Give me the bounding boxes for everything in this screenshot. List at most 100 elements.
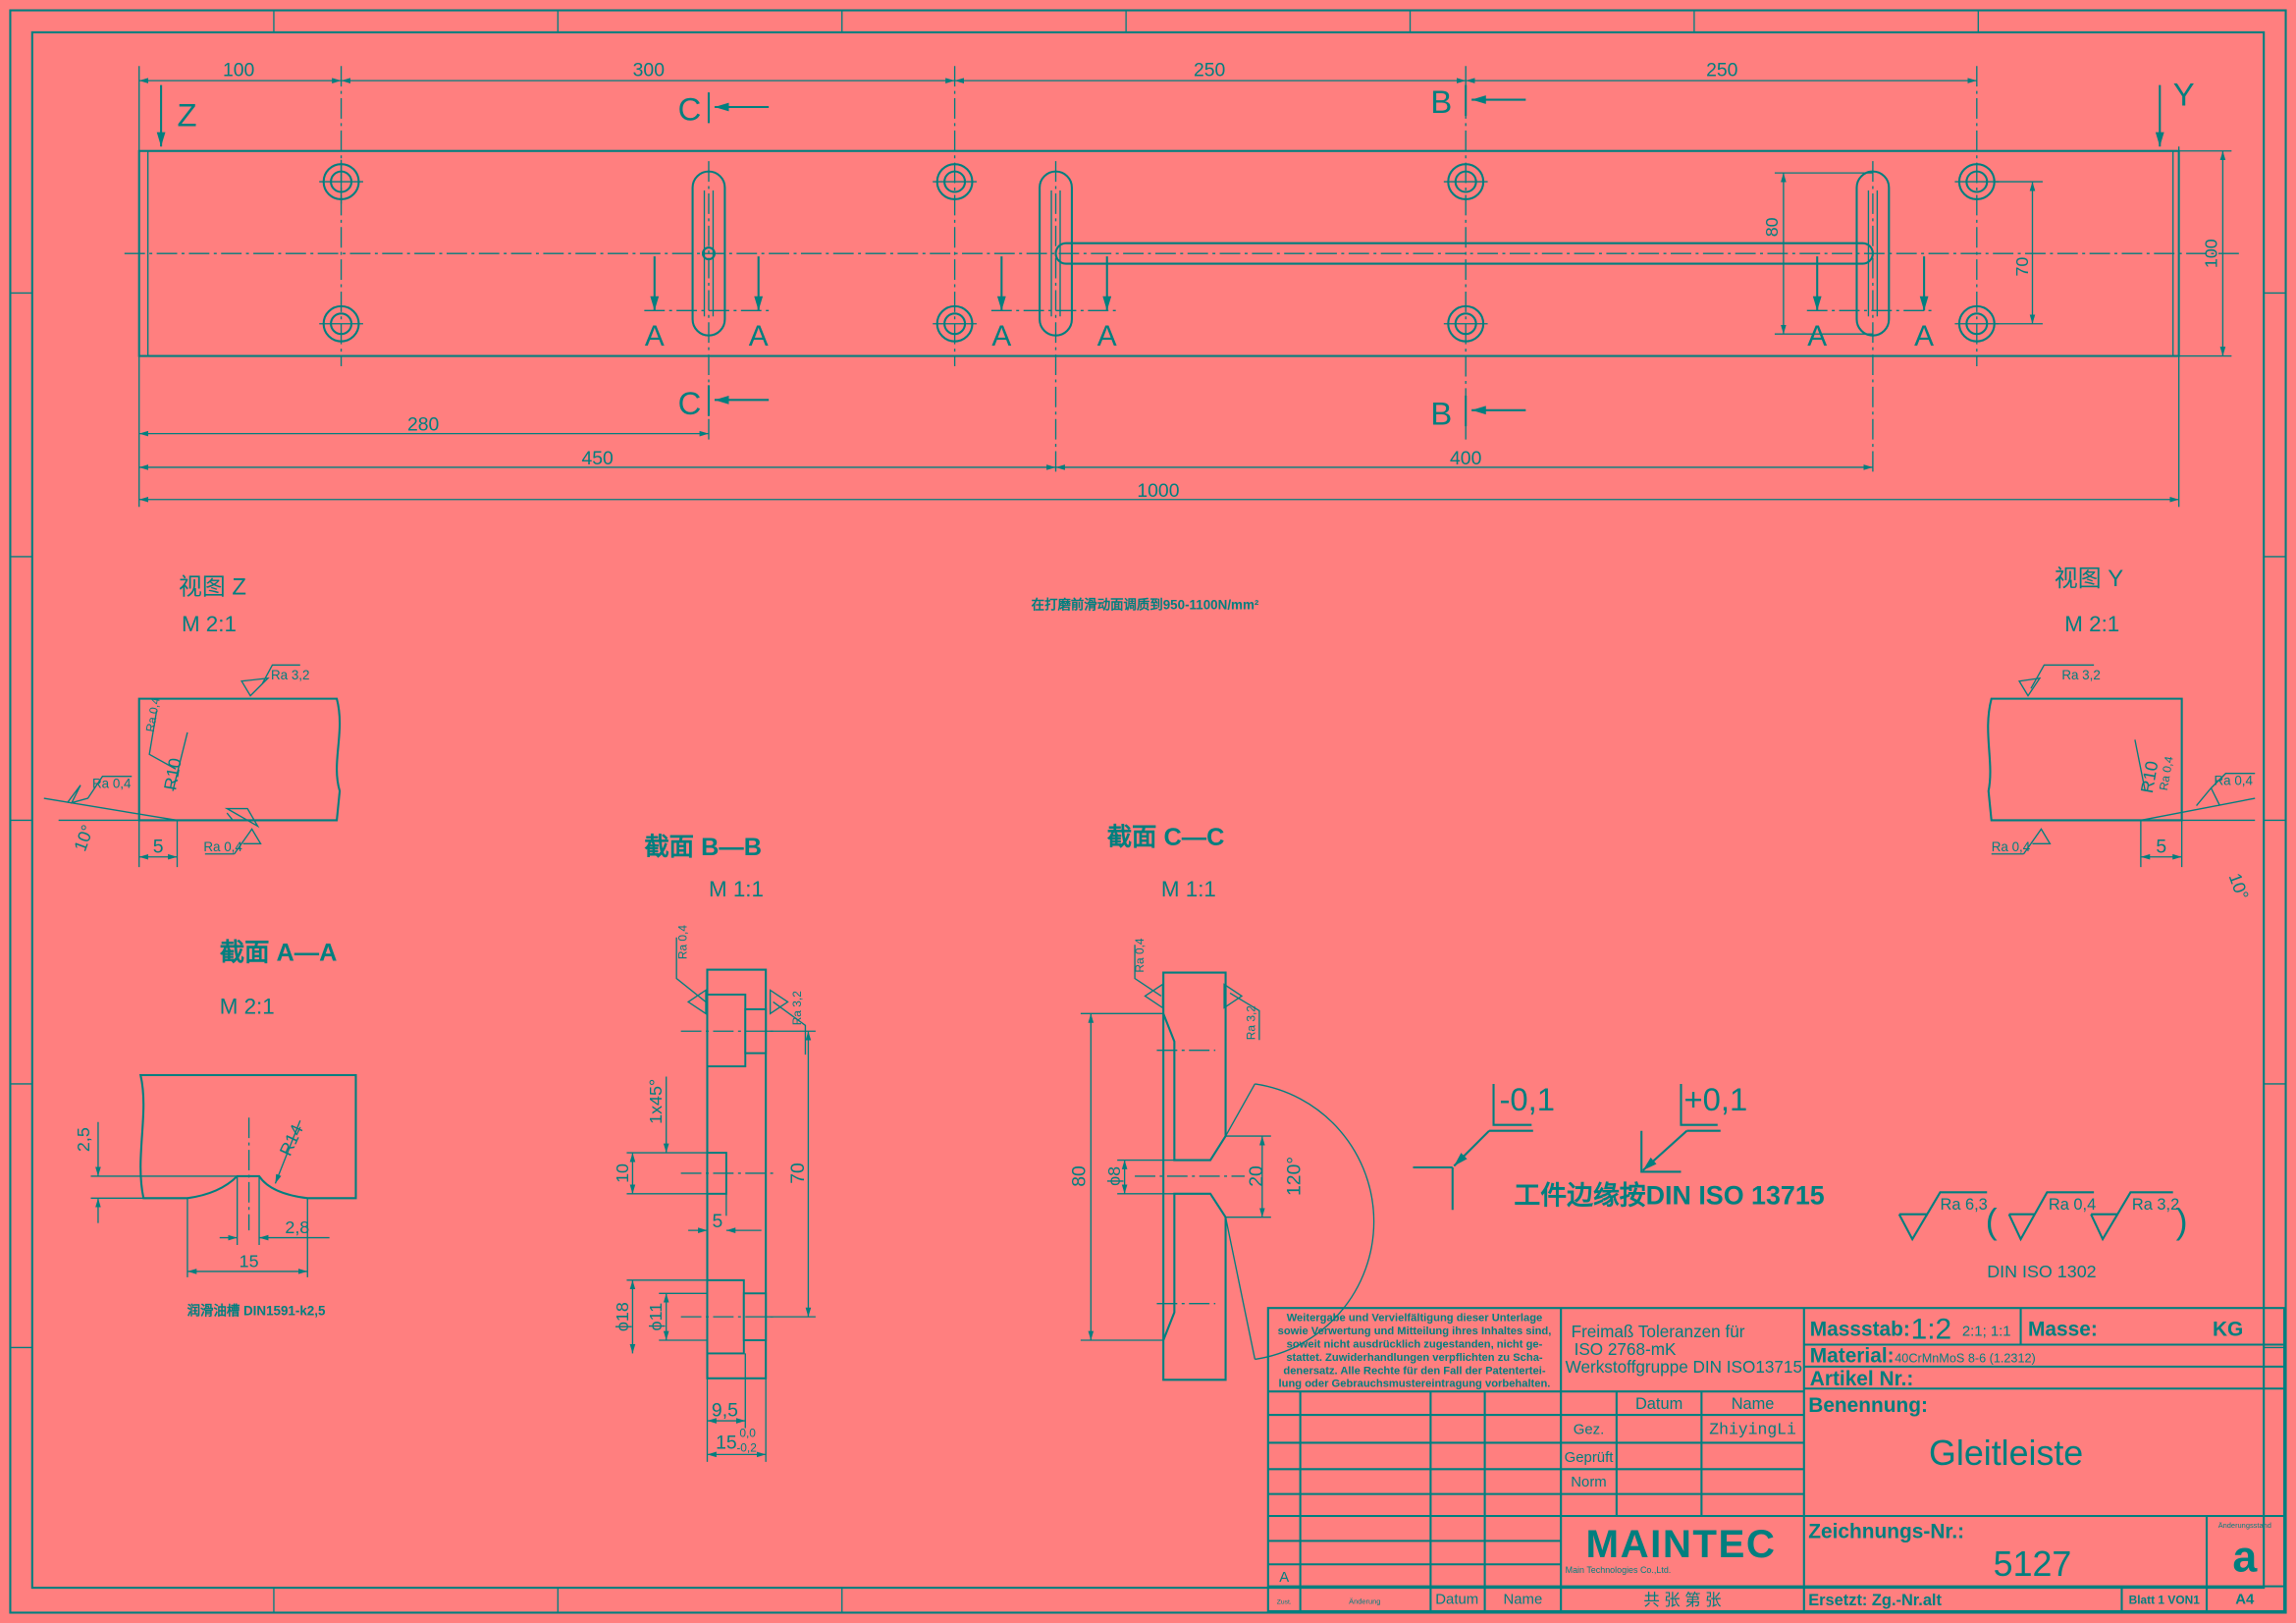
view-y-width: 5 <box>2156 836 2166 857</box>
section-c-c: 截面 C—C M 1:1 Ra 0,4 Ra 3,2 80 ϕ8 20 120° <box>1068 824 1375 1381</box>
tolerance-line: Werkstoffgruppe DIN ISO13715 <box>1566 1357 1802 1377</box>
section-cc-title: 截面 C—C <box>1107 824 1225 851</box>
top-dimensions: 100 300 250 250 <box>138 60 2180 151</box>
dim-250-b: 250 <box>1706 60 1738 81</box>
section-bb-d95: 9,5 <box>712 1400 738 1422</box>
view-y-scale: M 2:1 <box>2064 612 2119 636</box>
sheet-number: Blatt 1 VON1 <box>2129 1594 2201 1607</box>
part-name: Gleitleiste <box>1929 1434 2083 1473</box>
roughness-alt-1: Ra 0,4 <box>2049 1196 2096 1214</box>
name-footer: Name <box>1503 1593 1542 1608</box>
geprueft-label: Geprüft <box>1565 1450 1615 1466</box>
aenderungsstand-label: Änderungsstand <box>2218 1521 2271 1530</box>
massstab-value: 1:2 <box>1911 1314 1951 1346</box>
revision-letter: A <box>1279 1570 1289 1586</box>
view-z-width: 5 <box>153 836 164 857</box>
dim-280: 280 <box>407 414 440 436</box>
datum-header: Datum <box>1635 1395 1682 1413</box>
edge-condition-symbols: -0,1 +0,1 工件边缘按DIN ISO 13715 <box>1413 1081 1825 1210</box>
view-y: 视图 Y M 2:1 Ra 3,2 Ra 0,4 R10 Ra 0,4 10° … <box>1987 566 2256 902</box>
mounting-holes <box>319 159 2000 343</box>
section-bb-hole: ϕ11 <box>646 1303 666 1331</box>
section-bb-title: 截面 B—B <box>644 834 762 861</box>
gez-label: Gez. <box>1574 1422 1604 1437</box>
view-z-radius: R10 <box>160 756 185 791</box>
masse-label: Masse: <box>2028 1319 2098 1341</box>
section-cc-hole: ϕ8 <box>1104 1166 1124 1186</box>
benennung-label: Benennung: <box>1808 1394 1928 1417</box>
massstab-alt: 2:1; 1:1 <box>1962 1325 2011 1340</box>
section-aa-depth: 2,5 <box>74 1127 93 1152</box>
section-a-label: A <box>1914 320 1934 352</box>
section-cc-csink: 20 <box>1246 1165 1267 1187</box>
aenderung-label: Änderung <box>1349 1597 1380 1606</box>
dim-1000: 1000 <box>1137 480 1179 502</box>
dim-80: 80 <box>1762 217 1782 237</box>
section-a-label: A <box>1807 320 1827 352</box>
section-aa-title: 截面 A—A <box>220 940 338 967</box>
norm-label: Norm <box>1571 1475 1606 1490</box>
view-z-ra-left: Ra 0,4 <box>92 777 132 791</box>
view-z-ra-chamfer: Ra 0,4 <box>143 696 163 732</box>
view-y-ra-chamfer: Ra 0,4 <box>2157 755 2176 791</box>
view-z-angle: 10° <box>70 822 97 853</box>
view-y-title: 视图 Y <box>2055 566 2123 592</box>
material-label: Material: <box>1810 1344 1895 1367</box>
view-y-ra-top: Ra 3,2 <box>2061 668 2101 682</box>
masse-unit: KG <box>2213 1319 2243 1341</box>
view-z-ra-top: Ra 3,2 <box>271 668 310 682</box>
roughness-paren-open: ( <box>1986 1202 1998 1241</box>
roughness-legend: Ra 6,3 ( Ra 0,4 Ra 3,2 ) DIN ISO 1302 <box>1897 1191 2188 1281</box>
dim-300: 300 <box>633 60 666 81</box>
section-c-top: C <box>678 90 702 127</box>
section-cc-angle: 120° <box>1284 1157 1306 1196</box>
zeichnungs-label: Zeichnungs-Nr.: <box>1808 1520 1964 1542</box>
section-a-a: 截面 A—A M 2:1 2,5 R14 2,8 15 润滑油槽 DIN1591… <box>74 940 357 1319</box>
view-z-scale: M 2:1 <box>182 612 237 636</box>
section-bb-chamfer: 1x45° <box>646 1079 666 1124</box>
section-bb-cbore: ϕ18 <box>613 1302 632 1331</box>
section-cc-ra-right: Ra 3,2 <box>1244 1005 1257 1040</box>
section-aa-note: 润滑油槽 DIN1591-k2,5 <box>187 1303 326 1319</box>
copyright-notice: Weitergabe und Vervielfältigung dieser U… <box>1278 1313 1552 1390</box>
notice-line: sowie Verwertung und Mitteilung ihres In… <box>1278 1325 1552 1337</box>
section-bb-groove: 10 <box>613 1163 632 1183</box>
section-b-b: 截面 B—B M 1:1 Ra 0,4 Ra 3,2 70 1x45° 10 5… <box>613 834 816 1462</box>
dim-70: 70 <box>2012 257 2032 277</box>
notice-line: soweit nicht ausdrücklich zugestanden, n… <box>1287 1338 1543 1350</box>
notice-line: Weitergabe und Vervielfältigung dieser U… <box>1287 1313 1543 1325</box>
section-cc-ra-left: Ra 0,4 <box>1133 938 1147 972</box>
section-bb-scale: M 1:1 <box>709 877 764 901</box>
ersetzt-label: Ersetzt: Zg.-Nr.alt <box>1808 1592 1942 1609</box>
view-y-ra-bottom: Ra 0,4 <box>1992 839 2031 854</box>
roughness-main: Ra 6,3 <box>1941 1196 1988 1214</box>
section-bb-tol-upper: 0,0 <box>739 1426 756 1439</box>
company-name: Main Technologies Co.,Ltd. <box>1566 1565 1672 1575</box>
lubrication-groove <box>1054 242 1874 265</box>
section-bb-pitch: 70 <box>787 1163 809 1184</box>
dim-400: 400 <box>1450 448 1482 469</box>
massstab-label: Massstab: <box>1810 1319 1910 1341</box>
tolerance-line: ISO 2768-mK <box>1575 1339 1677 1359</box>
section-bb-tol-lower: -0,2 <box>736 1440 757 1454</box>
drawing-number: 5127 <box>1994 1544 2072 1584</box>
datum-footer: Datum <box>1435 1593 1478 1608</box>
section-a-label: A <box>1097 320 1117 352</box>
view-z-ra-bottom: Ra 0,4 <box>203 839 242 854</box>
right-dimensions: 80 70 100 <box>1762 150 2232 357</box>
section-aa-scale: M 2:1 <box>220 994 275 1018</box>
title-block: Weitergabe und Vervielfältigung dieser U… <box>1266 1307 2286 1613</box>
notice-line: denersatz. Alle Rechte für den Fall der … <box>1283 1365 1545 1377</box>
view-y-ra-right: Ra 0,4 <box>2214 774 2253 788</box>
notice-line: stattet. Zuwiderhandlungen verpflichten … <box>1286 1352 1543 1364</box>
section-b-top: B <box>1430 83 1452 120</box>
edge-minus-tolerance: -0,1 <box>1500 1081 1556 1117</box>
company-logo: MAINTEC <box>1586 1522 1777 1566</box>
dim-100: 100 <box>223 60 255 81</box>
oil-slots <box>691 170 1891 337</box>
zust-label: Zust. <box>1277 1599 1292 1606</box>
revision-state: a <box>2232 1533 2258 1582</box>
view-arrows: Z Y <box>156 76 2195 147</box>
section-bb-ra-left: Ra 0,4 <box>676 925 690 959</box>
